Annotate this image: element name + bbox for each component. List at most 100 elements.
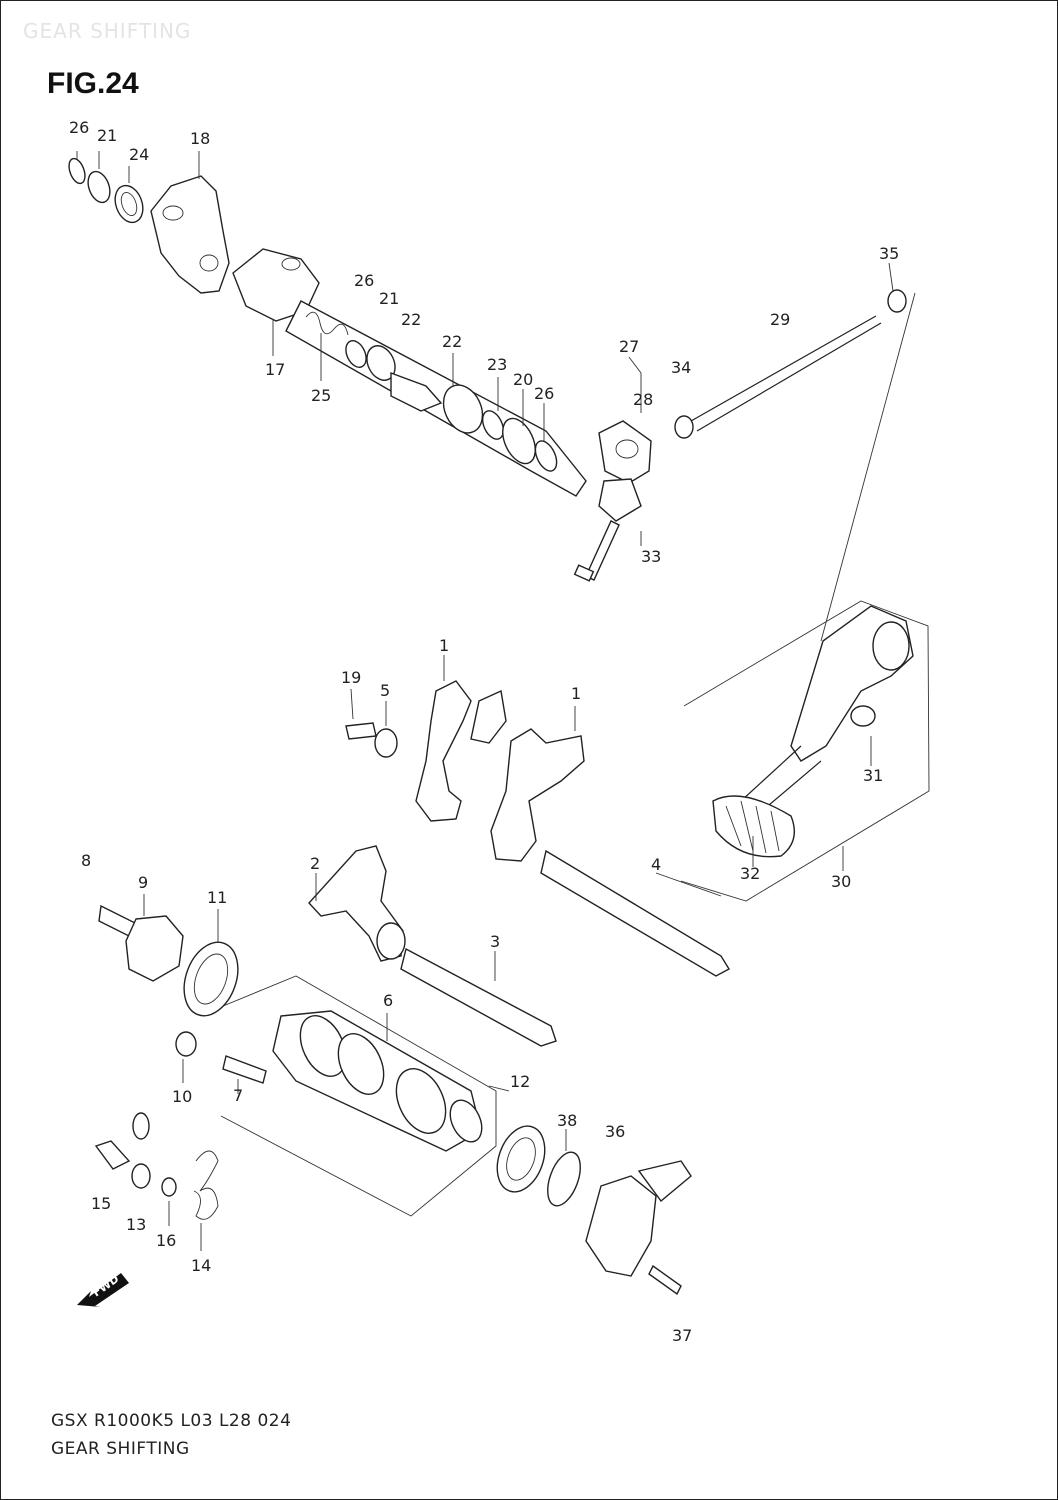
callout: 10 — [172, 1087, 192, 1106]
callout-labels: 26 21 24 18 26 21 22 22 17 25 23 20 26 2… — [69, 118, 899, 1345]
callout: 21 — [97, 126, 117, 145]
fork-2-boss — [376, 922, 406, 960]
callout: 16 — [156, 1231, 176, 1250]
rod-end-nut — [887, 289, 907, 313]
callout: 37 — [672, 1326, 692, 1345]
callout: 8 — [81, 851, 91, 870]
callout: 1 — [571, 684, 581, 703]
shift-shaft-assembly — [68, 151, 916, 642]
pedal-pivot-hole — [872, 621, 910, 671]
callout: 32 — [740, 864, 760, 883]
return-spring-14 — [193, 1150, 219, 1220]
callout: 26 — [534, 384, 554, 403]
stopper-washer — [132, 1112, 150, 1140]
callout: 15 — [91, 1194, 111, 1213]
shift-fork-group — [308, 655, 730, 1047]
callout: 23 — [487, 355, 507, 374]
fwd-arrow-icon — [77, 1273, 129, 1307]
callout: 22 — [442, 332, 462, 351]
needle-bearing — [442, 384, 484, 434]
shift-rod — [690, 315, 882, 432]
lock-nut — [674, 415, 694, 439]
callout: 20 — [513, 370, 533, 389]
shaft-lever — [598, 478, 642, 522]
callout: 18 — [190, 129, 210, 148]
drum-bearing-11 — [183, 941, 239, 1017]
oil-seal-part — [114, 184, 144, 224]
oil-seal-2 — [534, 440, 558, 472]
shift-pedal-assembly — [680, 600, 930, 902]
callout: 6 — [383, 991, 393, 1010]
drum-group-bracket — [210, 975, 497, 1217]
cam-stopper-parts — [94, 1112, 219, 1251]
cam-pin-7 — [222, 1055, 267, 1084]
callout: 4 — [651, 855, 661, 874]
callout: 9 — [138, 873, 148, 892]
stopper-washer-13 — [131, 1163, 151, 1189]
switch-screw — [648, 1264, 682, 1296]
callout: 27 — [619, 337, 639, 356]
washer-part — [68, 157, 86, 185]
callout: 25 — [311, 386, 331, 405]
fwd-direction-arrow: FWD — [77, 1272, 129, 1307]
thrust-washer — [502, 417, 536, 465]
circlip-part — [87, 170, 111, 204]
callout: 26 — [69, 118, 89, 137]
callout: 5 — [380, 681, 390, 700]
bush-part — [366, 345, 396, 381]
callout: 38 — [557, 1111, 577, 1130]
gear-position-switch — [585, 1175, 657, 1277]
callout: 22 — [401, 310, 421, 329]
fork-shaft-3 — [400, 947, 557, 1047]
fork-shaft-4 — [540, 849, 730, 977]
callout: 34 — [671, 358, 691, 377]
shaft-cover-plate — [150, 175, 230, 294]
figure-number: FIG.24 — [47, 67, 139, 100]
fork-bolt — [345, 722, 377, 740]
callout: 1 — [439, 636, 449, 655]
circlip-part-2 — [481, 410, 505, 440]
callout: 11 — [207, 888, 227, 907]
callout: 21 — [379, 289, 399, 308]
section-name: GEAR SHIFTING — [51, 1439, 190, 1459]
callout: 31 — [863, 766, 883, 785]
callout: 3 — [490, 932, 500, 951]
shaft-washer — [345, 340, 367, 368]
clamp-bolt — [585, 520, 620, 581]
stopper-bolt-15 — [94, 1140, 131, 1170]
callout: 35 — [879, 244, 899, 263]
bearing-part — [390, 371, 443, 412]
pedal-rubber — [712, 795, 795, 858]
callout: 24 — [129, 145, 149, 164]
washer-16 — [161, 1177, 177, 1197]
washer-38 — [547, 1151, 581, 1207]
callout: 14 — [191, 1256, 211, 1275]
callout: 28 — [633, 390, 653, 409]
fork-stopper — [374, 728, 398, 758]
callout: 2 — [310, 854, 320, 873]
shift-arm-part — [232, 248, 320, 322]
callout: 26 — [354, 271, 374, 290]
shift-lever-joint — [598, 420, 652, 484]
pedal-bolt-head — [850, 705, 876, 727]
cam-stopper-plate — [125, 915, 184, 982]
callout: 33 — [641, 547, 661, 566]
shift-fork-1a — [415, 680, 472, 822]
drum-bearing-12 — [496, 1125, 546, 1193]
watermark-title: GEAR SHIFTING — [23, 19, 192, 43]
callout: 13 — [126, 1215, 146, 1234]
callout: 7 — [233, 1086, 243, 1105]
shift-fork-1b — [490, 728, 585, 862]
shift-fork-1a-claw — [470, 689, 507, 744]
pedal-group-bracket — [680, 600, 930, 902]
switch-wire-clip — [637, 1160, 692, 1203]
callout: 12 — [510, 1072, 530, 1091]
shift-drum-group — [98, 894, 692, 1296]
callout: 17 — [265, 360, 285, 379]
cam-pin-10 — [175, 1031, 197, 1057]
callout: 19 — [341, 668, 361, 687]
callout: 36 — [605, 1122, 625, 1141]
model-code: GSX R1000K5 L03 L28 024 — [51, 1411, 292, 1431]
